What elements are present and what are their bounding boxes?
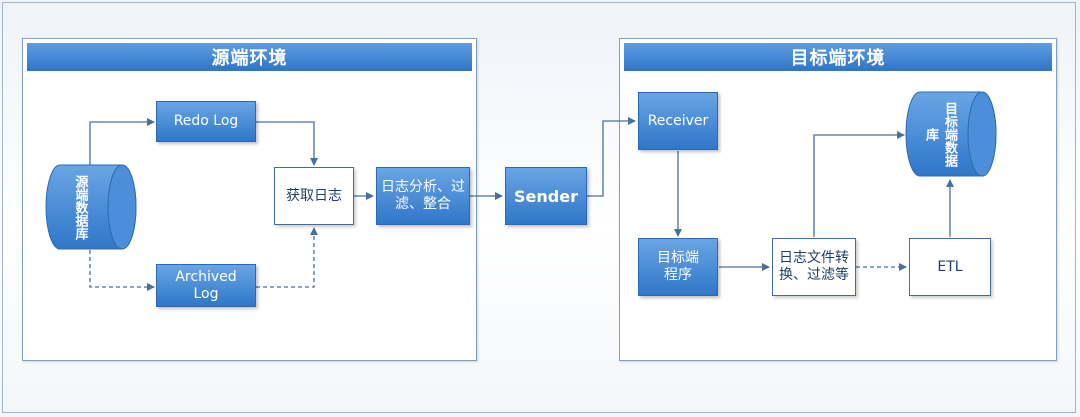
target-environment-panel: 目标端环境 (619, 38, 1057, 361)
arrow-db-to-archived (89, 250, 155, 291)
receiver-box: Receiver (638, 92, 718, 150)
target-database-label: 目标端数据库 (923, 101, 957, 167)
get-log-box: 获取日志 (274, 167, 354, 225)
source-environment-title: 源端环境 (27, 43, 472, 71)
arrow-convert-to-db (813, 131, 905, 237)
arrow-archived-to-get (256, 227, 318, 288)
arrow-db-to-redo (89, 118, 155, 165)
source-database-cylinder (45, 164, 137, 250)
arrow-sender-to-receiver (587, 117, 636, 197)
source-database-label: 源端数据库 (72, 174, 88, 240)
log-analyze-box: 日志分析、过滤、整合 (376, 167, 470, 225)
arrow-redo-to-get (256, 121, 318, 166)
log-convert-box: 日志文件转换、过滤等 (772, 238, 856, 296)
target-environment-title: 目标端环境 (624, 43, 1052, 71)
sender-box: Sender (505, 167, 587, 225)
target-program-box: 目标端程序 (638, 238, 718, 296)
target-database-cylinder (905, 91, 997, 177)
redo-log-box: Redo Log (156, 101, 256, 142)
archived-log-box: Archived Log (156, 264, 256, 307)
etl-box: ETL (909, 238, 991, 296)
